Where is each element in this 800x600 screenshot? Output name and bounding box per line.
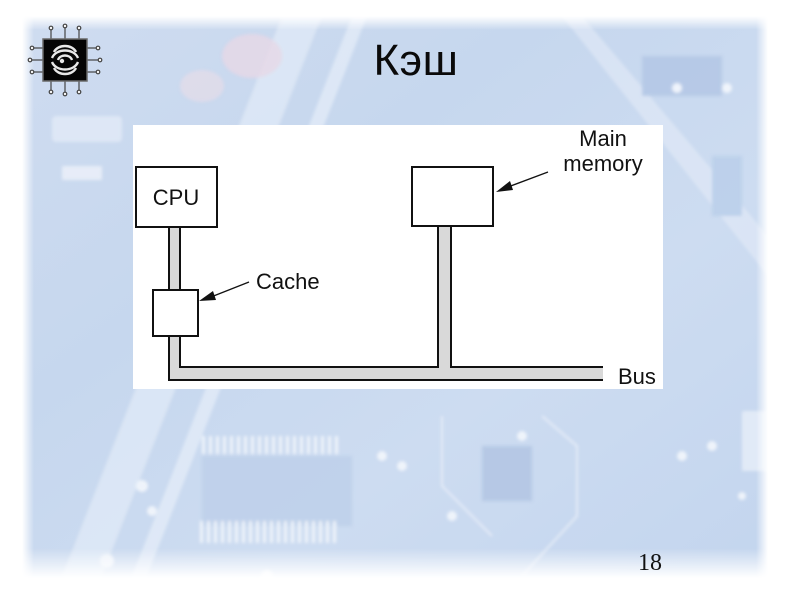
- system-bus: [168, 225, 603, 381]
- bus-label: Bus: [618, 364, 656, 389]
- page-number: 18: [638, 550, 662, 576]
- arrow-head-icon: [199, 291, 216, 301]
- cache-callout: Cache: [199, 269, 320, 301]
- cpu-label: CPU: [153, 185, 199, 210]
- cache-node: [152, 289, 199, 337]
- cache-bus-diagram: CPU Cache Main memory: [133, 125, 663, 389]
- slide-title: Кэш: [373, 36, 459, 85]
- chip-logo-icon: [27, 23, 103, 97]
- main-memory-label-line2: memory: [563, 151, 642, 176]
- cpu-node: CPU: [135, 166, 218, 228]
- main-memory-callout: Main memory: [496, 126, 643, 192]
- cache-callout-label: Cache: [256, 269, 320, 294]
- main-memory-label-line1: Main: [579, 126, 627, 151]
- bus-cpu-to-cache: [168, 225, 181, 291]
- arrow-head-icon: [496, 181, 513, 192]
- main-memory-node: [411, 166, 494, 227]
